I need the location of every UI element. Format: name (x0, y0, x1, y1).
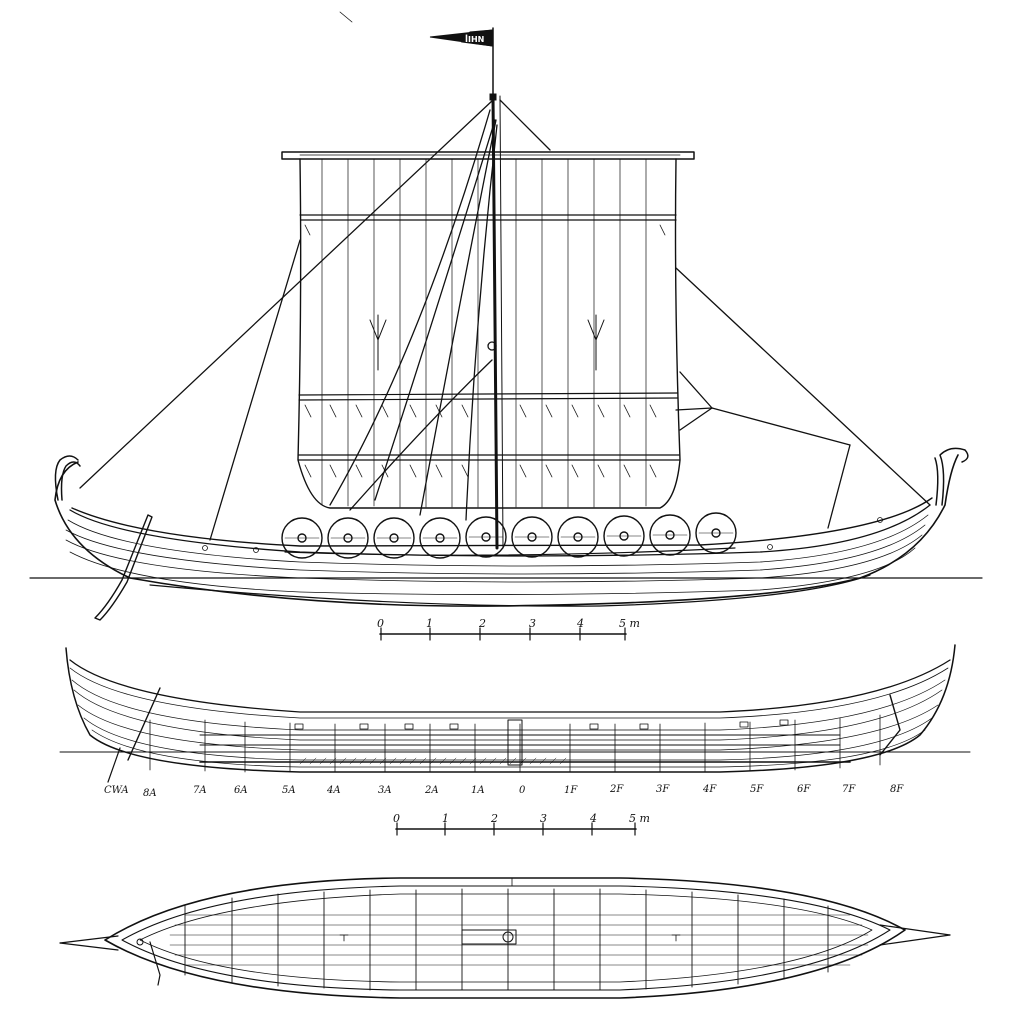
scale-bar-bottom: 0 1 2 3 4 5 m (393, 812, 650, 836)
station-7a: 7A (193, 785, 207, 796)
forestay (79, 99, 494, 489)
backstay (499, 99, 551, 151)
scale-bottom-tick-2: 2 (490, 812, 498, 825)
shield (557, 516, 599, 558)
station-2f: 2F (609, 784, 624, 795)
station-4f: 4F (702, 784, 717, 795)
station-1a: 1A (471, 785, 485, 796)
scale-top-tick-0: 0 (377, 617, 384, 630)
shield (465, 516, 507, 558)
station-2a: 2A (424, 785, 439, 796)
shield (603, 515, 645, 557)
shield-row (281, 512, 737, 559)
station-8a: 8A (143, 788, 157, 799)
shield (373, 517, 415, 559)
station-5a: 5A (282, 785, 296, 796)
pennant-flag: ꟾIHN (429, 27, 494, 97)
shield (695, 512, 737, 554)
shield (419, 517, 461, 559)
station-5f: 5F (750, 784, 764, 795)
station-8f: 8F (890, 784, 904, 795)
station-4a: 4A (326, 785, 341, 796)
scale-bottom-tick-5: 5 m (629, 812, 650, 825)
station-3f: 3F (656, 784, 670, 795)
scale-bottom-tick-3: 3 (540, 812, 547, 825)
shield (281, 517, 323, 559)
scale-top-tick-4: 4 (576, 617, 584, 630)
scale-bottom-tick-4: 4 (589, 812, 597, 825)
station-labels: CWA 8A 7A 6A 5A 4A 3A 2A 1A 0 1F 2F 3F 4… (104, 784, 904, 799)
scale-bar-top: 0 1 2 3 4 5 m (377, 617, 640, 641)
shield (511, 516, 553, 558)
scale-bottom-tick-0: 0 (393, 812, 400, 825)
station-6f: 6F (797, 784, 811, 795)
station-6a: 6A (234, 785, 248, 796)
mast (489, 93, 504, 550)
scale-top-tick-3: 3 (529, 617, 536, 630)
scale-top-tick-1: 1 (426, 617, 433, 630)
inboard-profile: CWA 8A 7A 6A 5A 4A 3A 2A 1A 0 1F 2F 3F 4… (59, 644, 971, 799)
scale-top-tick-2: 2 (478, 617, 486, 630)
flag-text: ꟾIHN (465, 33, 484, 44)
scale-bottom-tick-1: 1 (442, 812, 449, 825)
square-sail (297, 158, 681, 509)
shield (327, 517, 369, 559)
station-1f: 1F (564, 785, 578, 796)
station-3a: 3A (378, 785, 392, 796)
side-elevation-with-sail: ꟾIHN (29, 11, 983, 621)
scale-top-tick-5: 5 m (619, 617, 640, 630)
rigging (79, 99, 931, 541)
station-0: 0 (519, 785, 526, 796)
station-cwa: CWA (104, 785, 129, 796)
hull-side-top (54, 447, 969, 621)
shield (649, 514, 691, 556)
station-7f: 7F (842, 784, 856, 795)
plan-view (59, 877, 951, 999)
